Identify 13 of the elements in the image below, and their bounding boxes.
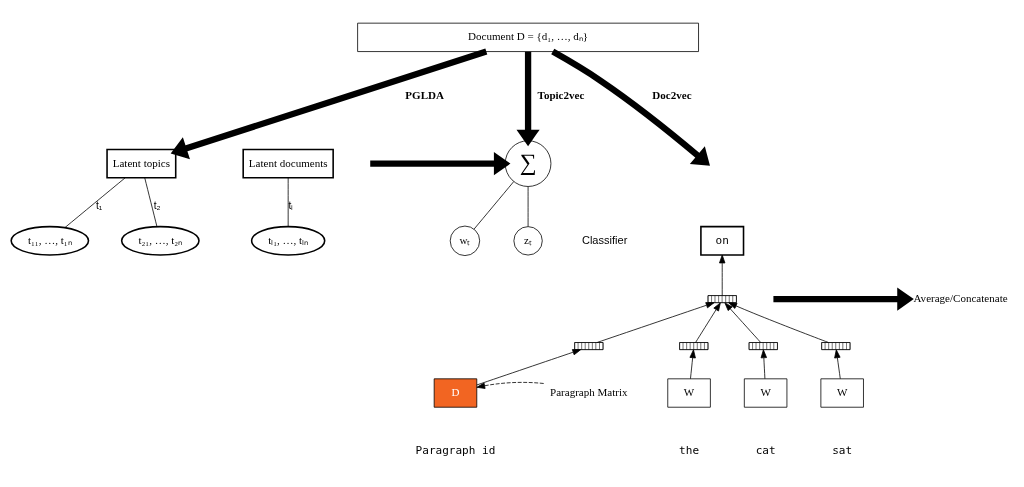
node-label: cat (755, 443, 776, 457)
node-text: Paragraph Matrix (550, 385, 628, 398)
edge-label: Doc2vec (652, 88, 692, 101)
edge-label: tₗ (288, 199, 294, 211)
label: Classifier (581, 233, 628, 246)
edge-label: t₂ (153, 199, 161, 211)
node-text: Average/Concatenate (913, 291, 1008, 304)
node-label: sat (832, 443, 853, 457)
node-label: Paragraph id (415, 443, 496, 457)
edge-label: PGLDA (405, 88, 444, 101)
edge-label: t₁ (96, 199, 103, 211)
edge-label: Topic2vec (537, 88, 585, 101)
node-label: the (679, 443, 700, 457)
